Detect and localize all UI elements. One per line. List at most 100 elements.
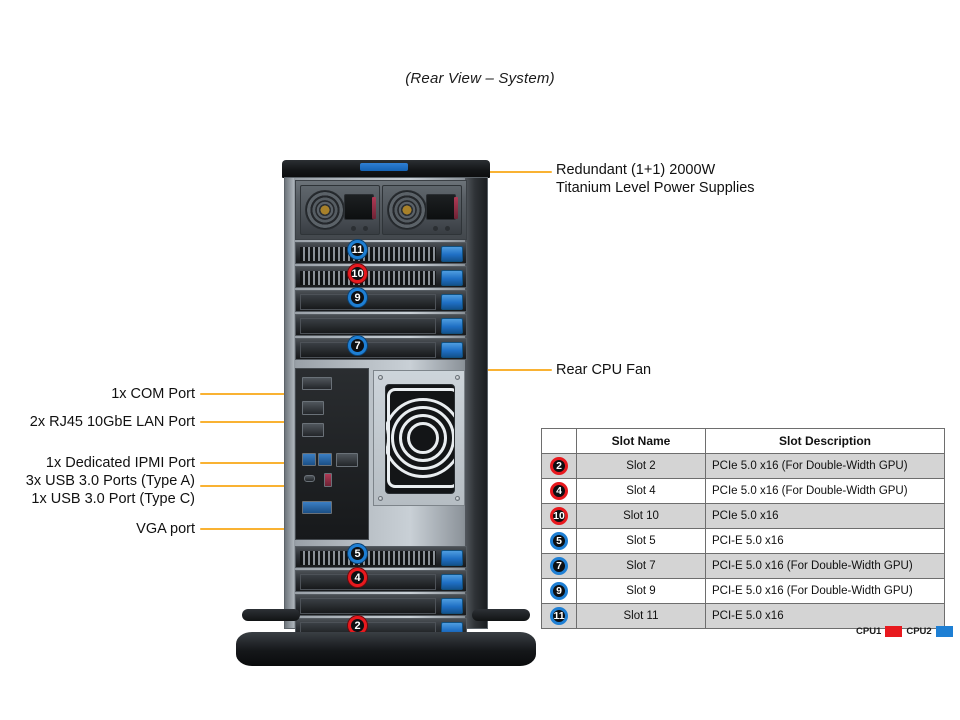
chassis-badge-9: 9 (348, 288, 367, 307)
row-badge-cell: 4 (541, 478, 577, 504)
pcie-slot-bracket (295, 570, 467, 592)
header-badge (541, 428, 577, 454)
pcie-slot-bracket (295, 594, 467, 616)
chassis-foot-left (242, 609, 300, 621)
row-badge-cell: 9 (541, 578, 577, 604)
cpu-legend: CPU1 CPU2 (856, 626, 953, 637)
psu-ac-inlet-2 (426, 194, 458, 220)
rear-cpu-fan-panel (373, 370, 465, 506)
slot-badge: 11 (550, 607, 568, 625)
callout-vga-port: VGA port (136, 521, 195, 537)
chassis-badge-7: 7 (348, 336, 367, 355)
slot-latch[interactable] (441, 270, 463, 286)
fan-screw (455, 496, 460, 501)
pcie-slot-zone-upper (295, 242, 467, 362)
psu-led-2 (363, 226, 368, 231)
slot-latch[interactable] (441, 550, 463, 566)
slot-latch[interactable] (441, 246, 463, 262)
callout-power-supplies-line1: Redundant (1+1) 2000W (556, 162, 716, 178)
fan-screw (378, 496, 383, 501)
slot-badge: 5 (550, 532, 568, 550)
psu-ac-inlet-1 (344, 194, 376, 220)
table-header-row: Slot Name Slot Description (541, 428, 945, 454)
leader-line-usb-ports (200, 485, 310, 487)
callout-rear-cpu-fan: Rear CPU Fan (556, 362, 652, 378)
leader-line-lan-port (200, 421, 308, 423)
slot-latch[interactable] (441, 294, 463, 310)
tower-chassis (282, 160, 490, 645)
row-slot-description: PCIe 5.0 x16 (705, 503, 945, 529)
slot-badge: 9 (550, 582, 568, 600)
server-rear-illustration: 11 10 9 7 5 4 2 (236, 160, 536, 670)
chassis-badge-4: 4 (348, 568, 367, 587)
fan-screw (378, 375, 383, 380)
fan-screw (455, 375, 460, 380)
table-row: 5 Slot 5 PCI-E 5.0 x16 (541, 528, 945, 554)
power-supply-module-1 (300, 185, 380, 235)
usb-type-c-port[interactable] (304, 475, 315, 482)
chassis-foot-right (472, 609, 530, 621)
chassis-right-edge (465, 178, 487, 628)
ipmi-dedicated-port[interactable] (336, 453, 358, 467)
row-badge-cell: 5 (541, 528, 577, 554)
usb-type-a-port-1[interactable] (302, 453, 316, 466)
page-title: (Rear View – System) (405, 70, 555, 87)
rj45-lan-port-2[interactable] (302, 423, 324, 437)
callout-lan-port: 2x RJ45 10GbE LAN Port (29, 414, 195, 430)
slot-badge: 4 (550, 482, 568, 500)
slot-vent (300, 247, 436, 261)
header-slot-description: Slot Description (705, 428, 945, 454)
row-slot-description: PCI-E 5.0 x16 (For Double-Width GPU) (705, 553, 945, 579)
power-supply-module-2 (382, 185, 462, 235)
leader-line-com-port (200, 393, 306, 395)
chassis-base-pedestal (236, 632, 536, 666)
pcie-slot-zone-lower (295, 546, 467, 642)
row-slot-name: Slot 4 (576, 478, 706, 504)
psu-led-1 (351, 226, 356, 231)
psu-fan-icon (387, 190, 427, 230)
table-row: 7 Slot 7 PCI-E 5.0 x16 (For Double-Width… (541, 553, 945, 579)
chassis-shell (284, 177, 488, 640)
row-badge-cell: 10 (541, 503, 577, 529)
row-slot-name: Slot 9 (576, 578, 706, 604)
legend-cpu2-label: CPU2 (906, 626, 932, 637)
row-slot-description: PCIe 5.0 x16 (For Double-Width GPU) (705, 453, 945, 479)
psu-led-3 (433, 226, 438, 231)
rj45-lan-port-1[interactable] (302, 401, 324, 415)
slot-badge: 10 (550, 507, 568, 525)
slot-latch[interactable] (441, 342, 463, 358)
table-row: 10 Slot 10 PCIe 5.0 x16 (541, 503, 945, 529)
chassis-top-handle (360, 163, 408, 171)
pcie-slot-bracket (295, 242, 467, 264)
slot-blank (300, 342, 436, 358)
row-slot-description: PCIe 5.0 x16 (For Double-Width GPU) (705, 478, 945, 504)
power-supply-bay (295, 180, 467, 240)
row-slot-name: Slot 7 (576, 553, 706, 579)
leader-line-vga-port (200, 528, 305, 530)
slot-badge: 2 (550, 457, 568, 475)
legend-cpu1-swatch (885, 626, 903, 637)
usb-type-a-port-2[interactable] (318, 453, 332, 466)
slot-blank (300, 318, 436, 334)
row-slot-name: Slot 2 (576, 453, 706, 479)
callout-usb-type-c: 1x USB 3.0 Port (Type C) (31, 491, 195, 507)
callout-ipmi-port: 1x Dedicated IPMI Port (45, 455, 195, 471)
row-slot-name: Slot 11 (576, 603, 706, 629)
table-row: 4 Slot 4 PCIe 5.0 x16 (For Double-Width … (541, 478, 945, 504)
table-body: 2 Slot 2 PCIe 5.0 x16 (For Double-Width … (541, 453, 945, 629)
slot-blank (300, 294, 436, 310)
row-badge-cell: 2 (541, 453, 577, 479)
com-port[interactable] (302, 377, 332, 390)
slot-table: Slot Name Slot Description 2 Slot 2 PCIe… (541, 428, 945, 629)
slot-latch[interactable] (441, 318, 463, 334)
pcie-slot-bracket (295, 546, 467, 568)
vga-port[interactable] (302, 501, 332, 514)
slot-latch[interactable] (441, 598, 463, 614)
rear-cpu-fan-icon (385, 384, 455, 494)
pcie-slot-bracket (295, 314, 467, 336)
slot-latch[interactable] (441, 574, 463, 590)
row-slot-description: PCI-E 5.0 x16 (705, 528, 945, 554)
usb-type-a-port-3[interactable] (324, 473, 332, 487)
slot-vent (300, 551, 436, 565)
psu-led-4 (445, 226, 450, 231)
